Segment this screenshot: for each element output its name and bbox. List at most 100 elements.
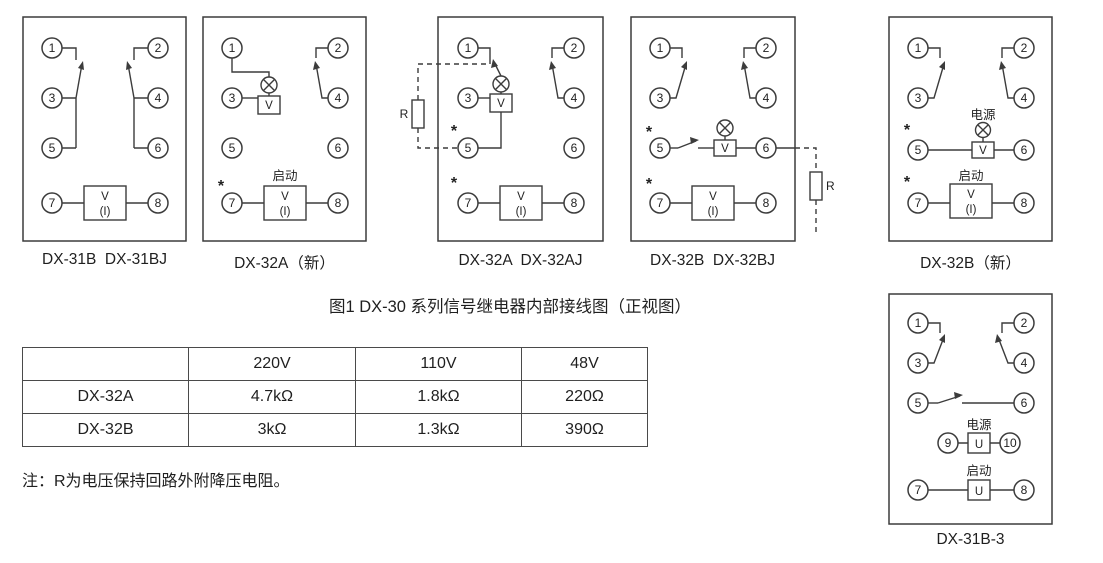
wire — [1001, 47, 1014, 58]
terminal-6: 6 — [1013, 139, 1035, 161]
contact-arrow-icon — [690, 137, 699, 144]
table-cell: 3kΩ — [188, 413, 356, 447]
table-cell: 1.3kΩ — [355, 413, 522, 447]
svg-text:2: 2 — [1021, 316, 1028, 330]
contact-arrow-icon — [939, 61, 945, 70]
svg-text:5: 5 — [915, 396, 922, 410]
contact-right — [313, 47, 328, 99]
terminal-7: 7 — [907, 192, 929, 214]
contact-arrow-icon — [741, 61, 748, 70]
svg-text:6: 6 — [1021, 143, 1028, 157]
contact-arrow-icon — [939, 334, 945, 343]
svg-text:1: 1 — [915, 41, 922, 55]
terminal-2: 2 — [1013, 37, 1035, 59]
wire — [62, 47, 77, 60]
terminal-6: 6 — [327, 137, 349, 159]
terminal-8: 8 — [147, 192, 169, 214]
terminal-6: 6 — [147, 137, 169, 159]
coil-v-label: V — [517, 191, 525, 203]
table-cell: DX-32A — [22, 380, 189, 414]
terminal-1: 1 — [907, 312, 929, 334]
terminal-3: 3 — [41, 87, 63, 109]
contact-blade — [75, 63, 83, 99]
svg-text:5: 5 — [49, 141, 56, 155]
resistance-table: 220V 110V 48V DX-32A 4.7kΩ 1.8kΩ 220Ω DX… — [22, 347, 648, 447]
terminal-6: 6 — [1013, 392, 1035, 414]
svg-text:6: 6 — [763, 141, 770, 155]
coil-u-label: U — [975, 439, 983, 451]
contact-arrow-icon — [999, 61, 1006, 70]
wiring-diagram-dx32a: R V * * V (I) 1 2 3 4 5 6 7 8 — [398, 16, 604, 253]
contact-blade — [928, 63, 945, 99]
table-cell: 220Ω — [521, 380, 648, 414]
svg-text:8: 8 — [763, 196, 770, 210]
contact-arrow-icon — [126, 61, 132, 70]
table-cell: 390Ω — [521, 413, 648, 447]
operate-coil: V (I) — [263, 185, 307, 221]
operate-coil: V (I) — [499, 185, 543, 221]
contact-5-6 — [928, 392, 1014, 404]
operate-coil: V (I) — [949, 183, 993, 219]
terminal-3: 3 — [457, 87, 479, 109]
signal-lamp-cross — [494, 77, 508, 91]
svg-text:4: 4 — [571, 91, 578, 105]
signal-lamp-cross — [977, 124, 989, 136]
svg-text:9: 9 — [945, 436, 952, 450]
start-label: 启动 — [272, 169, 297, 183]
table-header-cell: 48V — [521, 347, 648, 381]
svg-text:3: 3 — [465, 91, 472, 105]
terminal-8: 8 — [563, 192, 585, 214]
diagram-label-dx31b-3: DX-31B-3 — [936, 531, 1005, 548]
contact-blade — [315, 63, 328, 99]
terminal-5: 5 — [41, 137, 63, 159]
wire — [670, 47, 683, 58]
asterisk: * — [646, 124, 653, 141]
svg-text:6: 6 — [571, 141, 578, 155]
diagram-border — [888, 16, 1053, 242]
terminal-5: 5 — [907, 392, 929, 414]
table-header-cell — [22, 347, 189, 381]
wire — [133, 97, 148, 149]
resistor-label: R — [826, 179, 835, 193]
coil-box — [499, 185, 543, 221]
lamp-branch: V — [231, 58, 281, 115]
contact-right — [549, 47, 564, 99]
wire — [928, 322, 941, 333]
svg-text:2: 2 — [1021, 41, 1028, 55]
contact-blade — [928, 336, 945, 364]
operate-coil: V (I) — [83, 185, 127, 221]
contact-left — [928, 322, 945, 364]
svg-text:6: 6 — [1021, 396, 1028, 410]
table-header-cell: 110V — [355, 347, 522, 381]
wire — [478, 112, 502, 149]
asterisk: * — [451, 123, 458, 140]
svg-text:7: 7 — [657, 196, 664, 210]
svg-text:4: 4 — [1021, 356, 1028, 370]
terminal-7: 7 — [221, 192, 243, 214]
terminal-9: 9 — [937, 432, 959, 454]
external-resistor: R — [400, 99, 425, 129]
terminal-7: 7 — [457, 192, 479, 214]
power-coil: U — [967, 432, 991, 454]
contact-arrow-icon — [954, 392, 963, 399]
diagram-border — [888, 293, 1053, 525]
contact-blade — [743, 63, 756, 99]
contact-right — [126, 47, 148, 149]
terminal-7: 7 — [41, 192, 63, 214]
start-label: 启动 — [966, 464, 991, 478]
diagram-label-dx32b: DX-32B DX-32BJ — [650, 252, 775, 269]
table-row: DX-32A 4.7kΩ 1.8kΩ 220Ω — [22, 380, 648, 414]
diagram-border — [22, 16, 187, 242]
lamp-branch: V — [928, 121, 1014, 159]
table-header-row: 220V 110V 48V — [22, 347, 648, 381]
terminal-2: 2 — [1013, 312, 1035, 334]
svg-text:1: 1 — [49, 41, 56, 55]
svg-text:4: 4 — [335, 91, 342, 105]
terminal-4: 4 — [1013, 87, 1035, 109]
coil-box — [83, 185, 127, 221]
svg-text:3: 3 — [915, 356, 922, 370]
svg-text:5: 5 — [229, 141, 236, 155]
terminal-8: 8 — [1013, 192, 1035, 214]
svg-text:7: 7 — [915, 483, 922, 497]
